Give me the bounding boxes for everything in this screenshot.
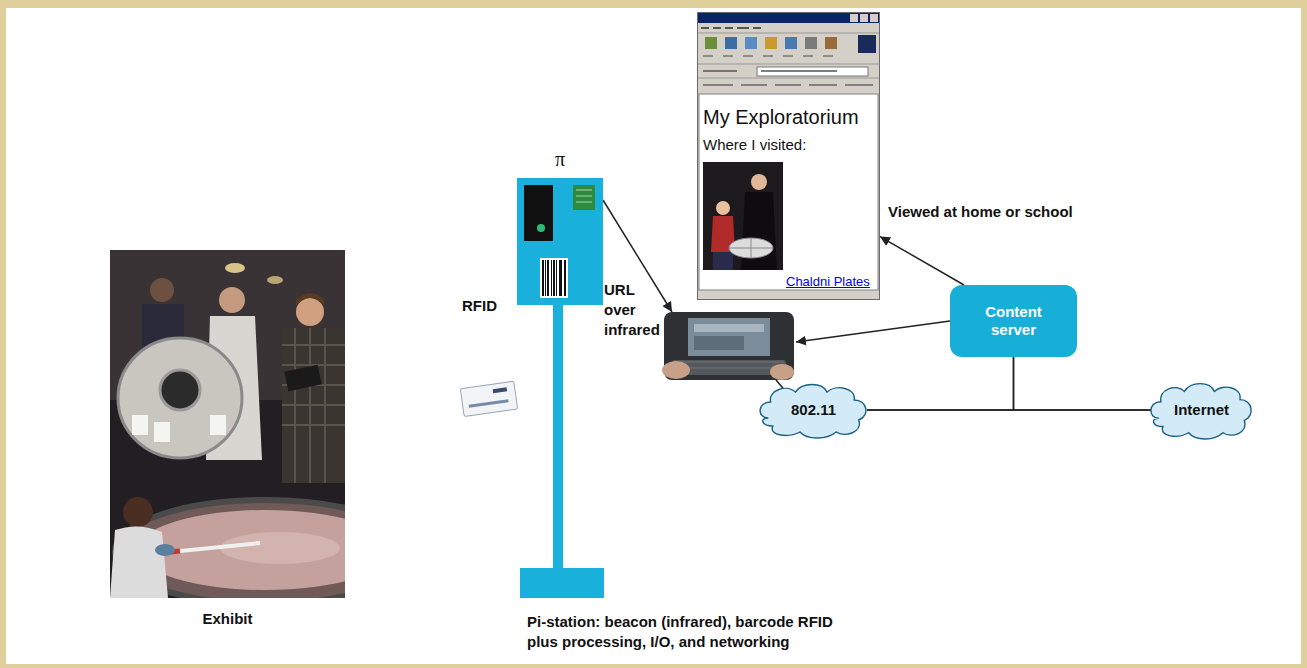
pi-station-pole	[553, 305, 563, 568]
content-server-box: Content server	[950, 285, 1077, 357]
network-cloud: 802.11	[757, 380, 870, 440]
page-link: Chaldni Plates	[786, 274, 870, 290]
browser-window: My ExploratoriumWhere I visited: Chaldni …	[697, 12, 880, 300]
network-label: Internet	[1174, 401, 1229, 419]
infrared-label: URL over infrared	[604, 280, 664, 340]
connector	[880, 237, 964, 285]
pi-station-base	[520, 568, 604, 598]
rfid-card	[460, 381, 517, 416]
exhibit-photo: Exhibit	[110, 250, 345, 598]
rfid-label: RFID	[462, 297, 497, 315]
connector	[1014, 357, 1152, 410]
server-to-handheld-arrow	[796, 321, 950, 342]
page-subheading: Where I visited:	[703, 136, 806, 154]
exhibit-photo-art	[110, 250, 345, 598]
pi-station-box: π	[517, 178, 603, 305]
network-cloud: Internet	[1148, 379, 1255, 441]
viewing-note: Viewed at home or school	[888, 203, 1073, 221]
connector	[867, 357, 1014, 410]
handheld-device	[662, 312, 794, 380]
exhibit-label: Exhibit	[110, 610, 345, 628]
page-heading: My Exploratorium	[703, 105, 859, 129]
pi-station-caption: Pi-station: beacon (infrared), barcode R…	[527, 612, 836, 652]
pi-symbol: π	[517, 147, 603, 171]
network-label: 802.11	[791, 401, 836, 419]
server-label: Content server	[974, 303, 1054, 339]
